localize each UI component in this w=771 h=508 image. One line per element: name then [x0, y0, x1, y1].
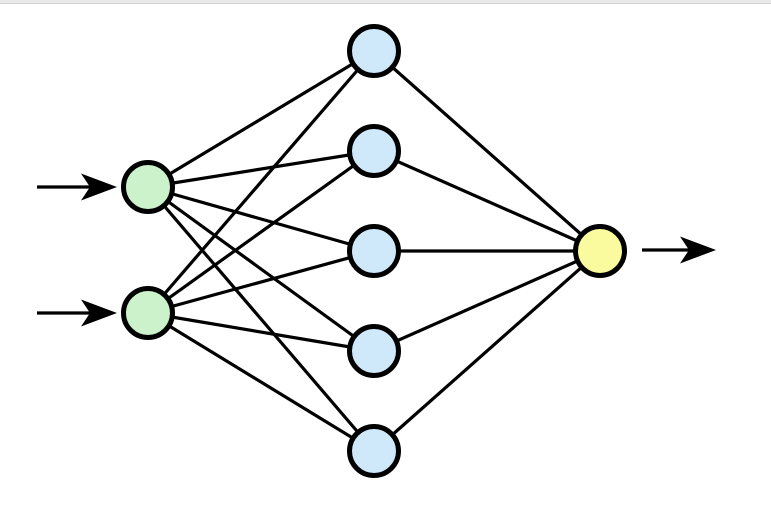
edge-in1-h3 — [147, 185, 375, 253]
input-arrow-2-arrowhead-icon — [81, 299, 117, 327]
output-arrow-arrowhead-icon — [680, 236, 716, 264]
edge-in1-h1 — [147, 49, 375, 189]
input-node-1 — [121, 160, 175, 214]
input-node-2 — [121, 286, 175, 340]
hidden-node-1 — [347, 24, 401, 78]
input-arrow-1-arrowhead-icon — [81, 173, 117, 201]
hidden-node-3 — [347, 224, 401, 278]
edge-h2-out1 — [373, 149, 601, 253]
edge-in2-h4 — [147, 311, 375, 353]
edge-in1-h4 — [147, 185, 375, 353]
edge-h5-out1 — [372, 249, 602, 453]
edge-in1-h2 — [147, 149, 375, 189]
edge-in1-h5 — [146, 185, 376, 453]
edge-h1-out1 — [372, 49, 602, 253]
hidden-node-4 — [347, 324, 401, 378]
edge-h4-out1 — [373, 249, 601, 353]
edge-in2-h3 — [147, 249, 375, 315]
hidden-node-2 — [347, 124, 401, 178]
window-top-border — [0, 0, 771, 4]
output-node-1 — [573, 224, 627, 278]
edge-in2-h5 — [147, 311, 375, 453]
edge-in2-h2 — [147, 149, 375, 315]
hidden-node-5 — [347, 424, 401, 478]
edge-in2-h1 — [146, 49, 376, 315]
